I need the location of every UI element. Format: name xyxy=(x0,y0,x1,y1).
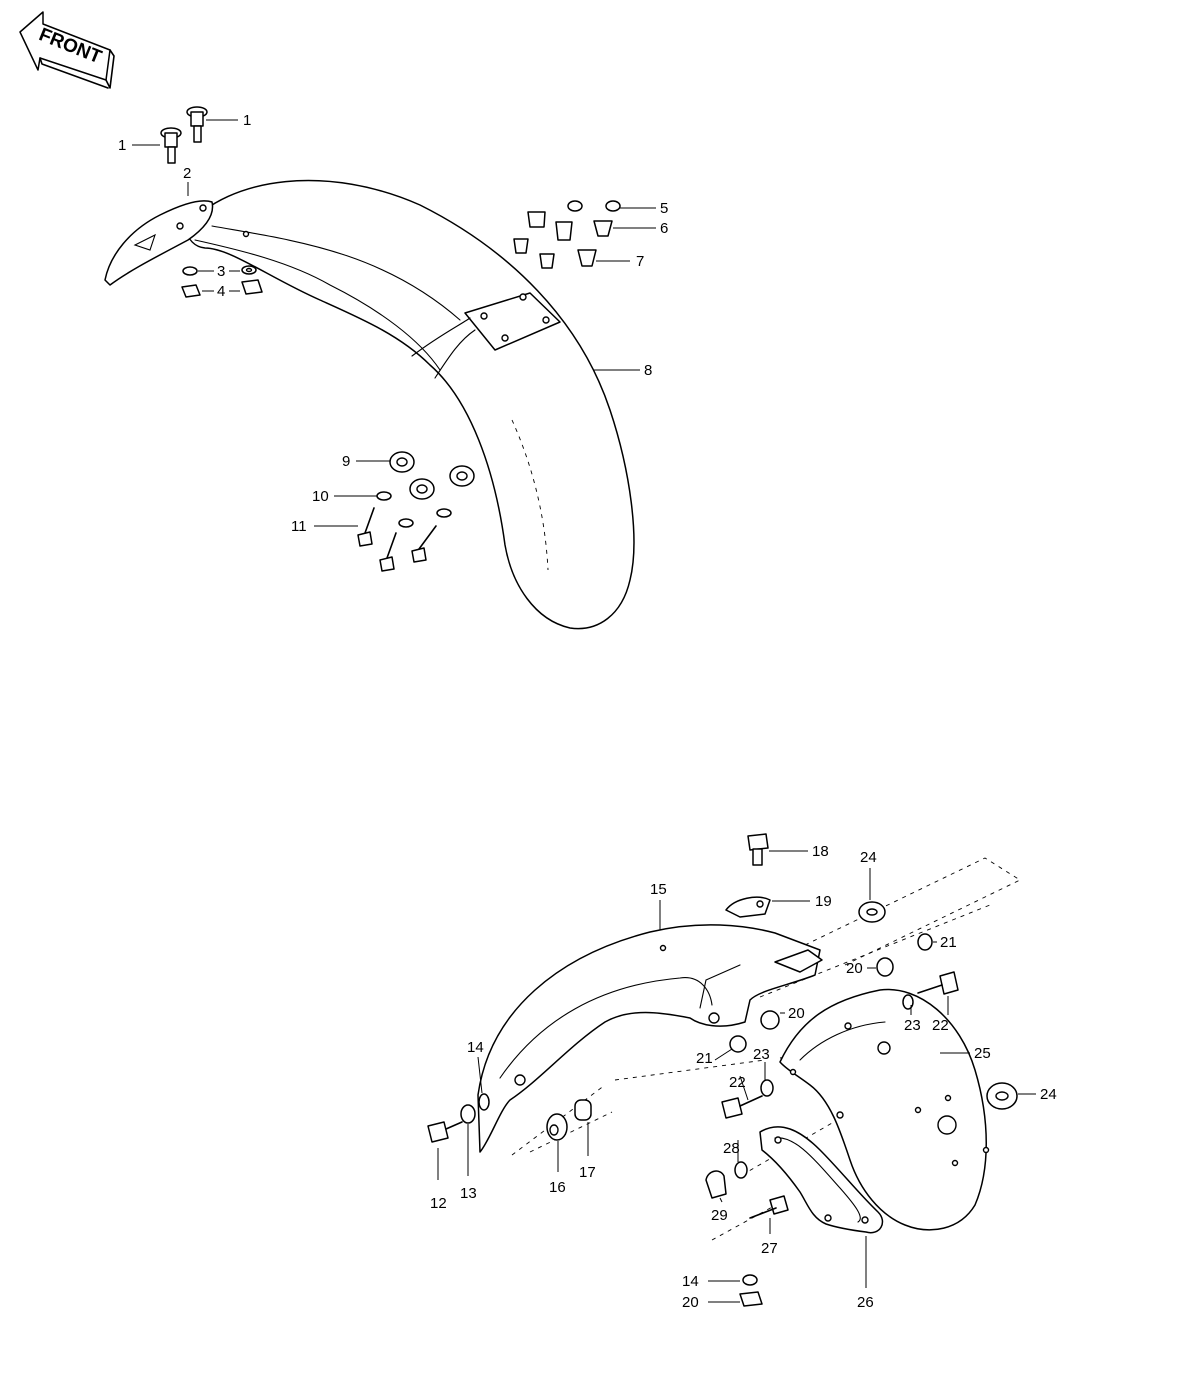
part-label-1: 1 xyxy=(118,137,126,154)
part-label-4: 4 xyxy=(217,283,225,300)
bolt-12 xyxy=(427,1121,463,1143)
part-label-7: 7 xyxy=(636,253,644,270)
hardware-cluster-9-10-11 xyxy=(357,451,475,572)
part-label-20: 20 xyxy=(846,960,863,977)
part-label-19: 19 xyxy=(815,893,832,910)
bolt-22-lower xyxy=(721,1095,763,1119)
part-label-25: 25 xyxy=(974,1045,991,1062)
part-label-28: 28 xyxy=(723,1140,740,1157)
part-label-26: 26 xyxy=(857,1294,874,1311)
part-label-16: 16 xyxy=(549,1179,566,1196)
collar-17 xyxy=(574,1099,592,1121)
part-label-23: 23 xyxy=(904,1017,921,1034)
washer-14-upper xyxy=(478,1093,490,1111)
bolt-27 xyxy=(749,1195,789,1219)
washer-13 xyxy=(460,1104,476,1124)
washer-3-left xyxy=(182,266,198,276)
washer-28 xyxy=(734,1161,748,1179)
part-label-22: 22 xyxy=(729,1074,746,1091)
part-label-12: 12 xyxy=(430,1195,447,1212)
part-label-6: 6 xyxy=(660,220,668,237)
part-label-14: 14 xyxy=(467,1039,484,1056)
part-label-3: 3 xyxy=(217,263,225,280)
cap-nut-29 xyxy=(705,1170,727,1199)
part-label-17: 17 xyxy=(579,1164,596,1181)
part-label-13: 13 xyxy=(460,1185,477,1202)
screw-1-lower xyxy=(160,127,182,164)
license-bracket xyxy=(759,1126,884,1234)
rear-fender-front-section xyxy=(477,924,823,1153)
part-label-2: 2 xyxy=(183,165,191,182)
nut-4-right xyxy=(241,279,263,295)
part-label-20: 20 xyxy=(788,1005,805,1022)
part-label-5: 5 xyxy=(660,200,668,217)
part-label-11: 11 xyxy=(291,518,307,535)
part-label-22: 22 xyxy=(932,1017,949,1034)
part-label-1: 1 xyxy=(243,112,251,129)
part-label-20: 20 xyxy=(682,1294,699,1311)
part-label-9: 9 xyxy=(342,453,350,470)
nut-20-middle xyxy=(760,1010,780,1030)
fender-emblem-plate xyxy=(104,200,214,286)
part-label-15: 15 xyxy=(650,881,667,898)
part-label-18: 18 xyxy=(812,843,829,860)
part-label-23: 23 xyxy=(753,1046,770,1063)
part-label-10: 10 xyxy=(312,488,329,505)
part-label-14: 14 xyxy=(682,1273,699,1290)
bolt-22-upper xyxy=(917,971,959,995)
part-label-21: 21 xyxy=(940,934,957,951)
part-label-8: 8 xyxy=(644,362,652,379)
screw-1-upper xyxy=(186,106,208,143)
rear-fender-rear-section xyxy=(779,988,990,1231)
washer-21-lower xyxy=(729,1035,747,1053)
nut-20-lower xyxy=(739,1291,763,1307)
part-label-29: 29 xyxy=(711,1207,728,1224)
part-label-24: 24 xyxy=(860,849,877,866)
clamp-19 xyxy=(725,896,771,918)
washer-23-lower xyxy=(760,1079,774,1097)
nut-4-left xyxy=(181,284,201,298)
hardware-cluster-5-6-7 xyxy=(513,200,621,269)
nut-20-upper xyxy=(876,957,894,977)
part-label-21: 21 xyxy=(696,1050,713,1067)
rear-fender-group: 18 24 15 19 21 20 20 23 22 14 21 23 25 2… xyxy=(427,833,1057,1311)
part-label-24: 24 xyxy=(1040,1086,1057,1103)
front-fender xyxy=(184,179,635,630)
washer-14-lower xyxy=(742,1274,758,1286)
bolt-18 xyxy=(747,833,769,866)
part-label-27: 27 xyxy=(761,1240,778,1257)
nut-21-upper xyxy=(917,933,933,951)
front-fender-group: 1 1 2 3 4 5 6 7 8 9 10 11 xyxy=(104,106,668,630)
front-arrow: FRONT xyxy=(19,11,115,89)
